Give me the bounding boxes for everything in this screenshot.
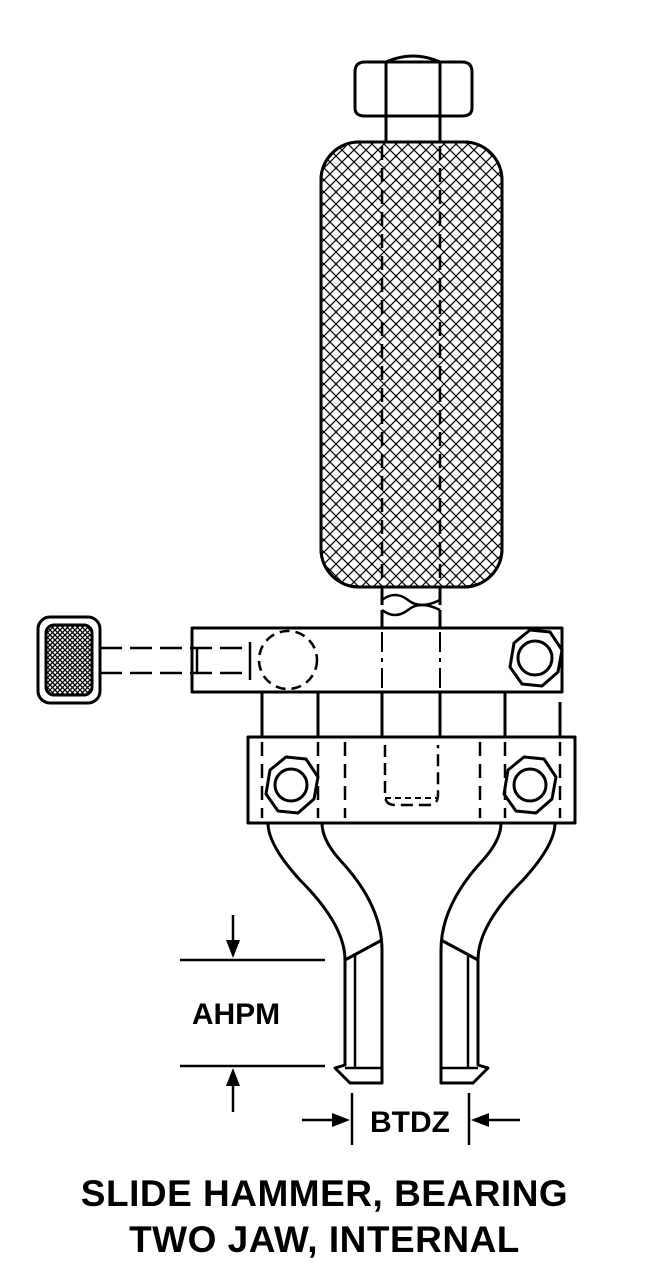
left-jaw: [266, 822, 384, 1085]
width-arrow-right: [471, 1113, 489, 1127]
height-arrow-top: [226, 940, 240, 958]
height-dimension-label: AHPM: [192, 998, 280, 1031]
diagram-title-line-1: SLIDE HAMMER, BEARING: [80, 1173, 569, 1214]
right-jaw: [439, 822, 557, 1085]
jaw-block-left-nut: [264, 755, 320, 815]
diagram-title-line-2: TWO JAW, INTERNAL: [129, 1219, 520, 1260]
crossbar-hex-nut: [508, 628, 564, 688]
shaft: [380, 587, 442, 628]
jaw-block: [246, 735, 577, 825]
crossbar: [190, 626, 564, 694]
top-hex-nut: [353, 54, 474, 118]
width-dimension: [302, 1093, 520, 1145]
side-adjusting-screw: [36, 615, 250, 705]
width-arrow-left: [332, 1113, 350, 1127]
connecting-rods: [260, 692, 562, 737]
handle-grip: [319, 140, 504, 589]
width-dimension-label: BTDZ: [370, 1106, 450, 1139]
jaw-block-right-nut: [502, 755, 558, 815]
height-arrow-bottom: [226, 1068, 240, 1086]
